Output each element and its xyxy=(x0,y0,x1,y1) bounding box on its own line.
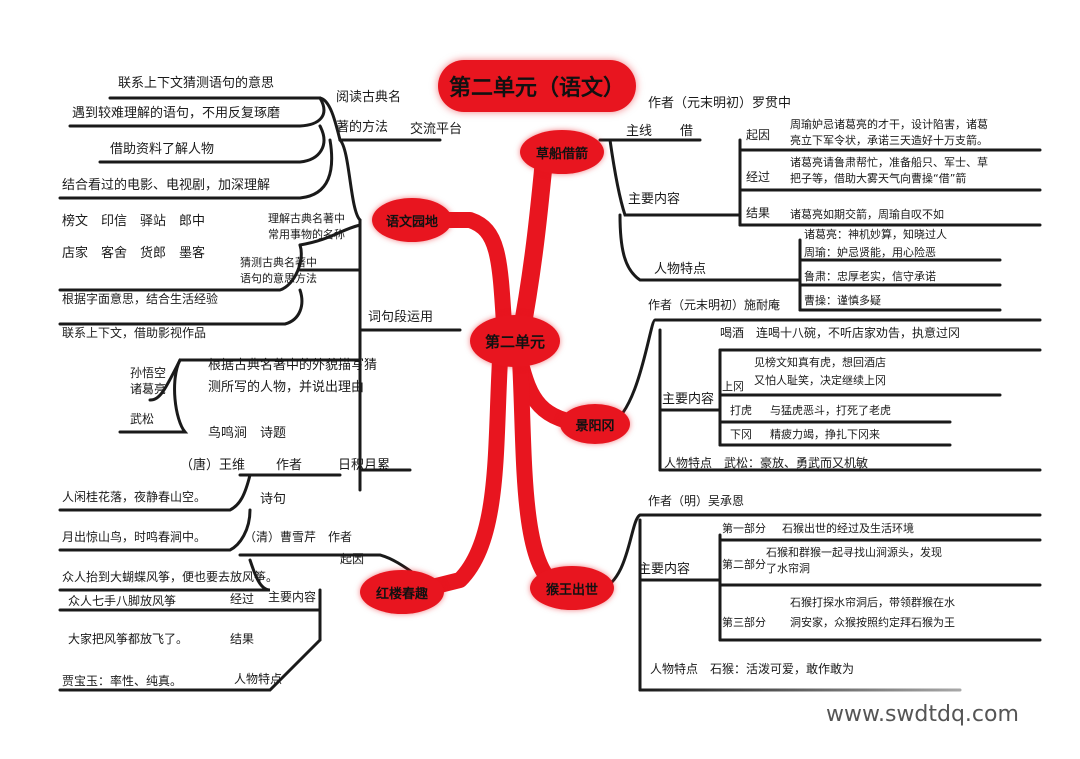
jy-dahu: 与猛虎恶斗，打死了老虎 xyxy=(770,404,891,417)
cc-qiyin-1: 周瑜妒忌诸葛亮的才干，设计陷害，诸葛 xyxy=(790,118,988,131)
poem-line-1: 人闲桂花落，夜静春山空。 xyxy=(62,490,207,504)
hw-p3-2: 洞安家，众猴按照约定拜石猴为王 xyxy=(790,616,955,629)
jy-main-label: 主要内容 xyxy=(662,392,715,407)
exchange-label: 交流平台 xyxy=(410,122,463,137)
branch-caochuan: 草船借箭 xyxy=(520,130,604,174)
guess-method-1: 根据字面意思，结合生活经验 xyxy=(62,292,219,306)
cc-trait-1: 诸葛亮：神机妙算，知晓过人 xyxy=(804,228,947,241)
person-3: 武松 xyxy=(130,412,155,426)
hlm-jieguo-text: 大家把风筝都放飞了。 xyxy=(68,632,189,646)
cc-jingguo-1: 诸葛亮请鲁肃帮忙，准备船只、军士、草 xyxy=(790,156,988,169)
cc-trait-label: 人物特点 xyxy=(654,262,707,277)
hlm-jieguo-label: 结果 xyxy=(230,632,255,646)
hlm-qiyin-label: 起因 xyxy=(340,552,365,566)
method-2: 遇到较难理解的语句，不用反复琢磨 xyxy=(72,106,281,121)
branch-houwang: 猴王出世 xyxy=(530,566,614,610)
jy-hejiu: 喝酒 连喝十八碗，不听店家劝告，执意过冈 xyxy=(720,326,961,340)
method-title-1: 阅读古典名 xyxy=(336,90,402,105)
cc-jieguo-label: 结果 xyxy=(746,206,771,220)
branch-hongloumeng: 红楼春趣 xyxy=(360,570,444,614)
center-node: 第二单元 xyxy=(470,315,560,367)
cc-jingguo-2: 把子等，借助大雾天气向曹操“借”箭 xyxy=(790,172,967,185)
ciju-label: 词句段运用 xyxy=(368,310,434,325)
hw-author: 作者（明）吴承恩 xyxy=(648,494,745,508)
hw-p1-label: 第一部分 xyxy=(722,522,766,535)
watermark-band xyxy=(640,688,1080,710)
hlm-author-label: 作者 xyxy=(328,530,353,544)
watermark: www.swdtdq.com xyxy=(826,702,1019,727)
jy-shanggang-1: 见榜文知真有虎，想回酒店 xyxy=(754,356,886,369)
jy-shanggang-label: 上冈 xyxy=(722,380,744,393)
cc-qiyin-2: 亮立下军令状，承诺三天造好十万支箭。 xyxy=(790,134,988,147)
cc-jingguo-label: 经过 xyxy=(746,170,771,184)
method-4: 结合看过的电影、电视剧，加深理解 xyxy=(62,178,271,193)
rijiyuelei-label: 日积月累 xyxy=(338,458,391,473)
jy-dahu-label: 打虎 xyxy=(730,404,752,417)
guess-method-2: 联系上下文，借助影视作品 xyxy=(62,326,207,340)
poem-line-2: 月出惊山鸟，时鸣春涧中。 xyxy=(62,530,207,544)
cc-jieguo-1: 诸葛亮如期交箭，周瑜自叹不如 xyxy=(790,208,944,221)
method-1: 联系上下文猜测语句的意思 xyxy=(118,76,275,91)
hlm-jingguo-text: 众人七手八脚放风筝 xyxy=(68,594,177,608)
desc-2: 测所写的人物，并说出理由 xyxy=(208,380,365,395)
cc-main-label: 主要内容 xyxy=(628,192,681,207)
hlm-main-label: 主要内容 xyxy=(268,590,317,604)
cc-qiyin-label: 起因 xyxy=(746,128,771,142)
desc-1: 根据古典名著中的外貌描写猜 xyxy=(208,358,378,373)
branch-jingyanggang: 景阳冈 xyxy=(560,404,630,444)
poem-author-name: （唐）王维 xyxy=(180,458,246,473)
words-1: 榜文 印信 驿站 郎中 xyxy=(62,214,206,229)
shiyong-2: 常用事物的名称 xyxy=(268,228,345,241)
branch-yuwen-yuandi: 语文园地 xyxy=(372,198,452,242)
shiyong-1: 理解古典名著中 xyxy=(268,212,345,225)
cc-author: 作者（元末明初）罗贯中 xyxy=(648,96,792,111)
hw-p2-2: 了水帘洞 xyxy=(766,562,810,575)
jy-xiagang-label: 下冈 xyxy=(730,428,752,441)
hw-p2-1: 石猴和群猴一起寻找山涧源头，发现 xyxy=(766,546,942,559)
cc-trait-2: 周瑜：妒忌贤能，用心险恶 xyxy=(804,246,936,259)
words-2: 店家 客舍 货郎 墨客 xyxy=(62,246,206,261)
person-2: 诸葛亮 xyxy=(130,382,167,396)
cc-zhuxian-label: 主线 xyxy=(626,124,653,139)
hw-main-label: 主要内容 xyxy=(638,562,691,577)
cc-trait-4: 曹操：谨慎多疑 xyxy=(804,294,881,307)
hlm-jingguo-label: 经过 xyxy=(230,592,255,606)
hw-p2-label: 第二部分 xyxy=(722,558,766,571)
hlm-trait-label: 人物特点 xyxy=(234,672,283,686)
cc-zhuxian: 借 xyxy=(680,124,694,139)
jy-shanggang-2: 又怕人耻笑，决定继续上冈 xyxy=(754,374,886,387)
hlm-author-name: （清）曹雪芹 xyxy=(244,530,317,544)
hlm-qiyin-text: 众人抬到大蝴蝶风筝，便也要去放风筝。 xyxy=(62,570,279,584)
hlm-trait: 贾宝玉：率性、纯真。 xyxy=(62,674,183,688)
jy-xiagang: 精疲力竭，挣扎下冈来 xyxy=(770,428,880,441)
page-title: 第二单元（语文） xyxy=(438,60,636,112)
jy-trait: 人物特点 武松：豪放、勇武而又机敏 xyxy=(664,456,869,470)
poem-title: 鸟鸣涧 诗题 xyxy=(208,426,287,441)
method-3: 借助资料了解人物 xyxy=(110,142,215,157)
poem-author-label: 作者 xyxy=(276,458,303,473)
hw-p3-1: 石猴打探水帘洞后，带领群猴在水 xyxy=(790,596,955,609)
method-title-2: 著的方法 xyxy=(336,120,389,135)
hw-p3-label: 第三部分 xyxy=(722,616,766,629)
person-1: 孙悟空 xyxy=(130,366,167,380)
hw-trait: 人物特点 石猴：活泼可爱，敢作敢为 xyxy=(650,662,855,676)
hw-p1: 石猴出世的经过及生活环境 xyxy=(782,522,914,535)
cc-trait-3: 鲁肃：忠厚老实，信守承诺 xyxy=(804,270,936,283)
poem-label: 诗句 xyxy=(260,492,287,507)
guess-2: 语句的意思方法 xyxy=(240,272,317,285)
jy-author: 作者（元末明初）施耐庵 xyxy=(648,298,781,312)
guess-1: 猜测古典名著中 xyxy=(240,256,317,269)
